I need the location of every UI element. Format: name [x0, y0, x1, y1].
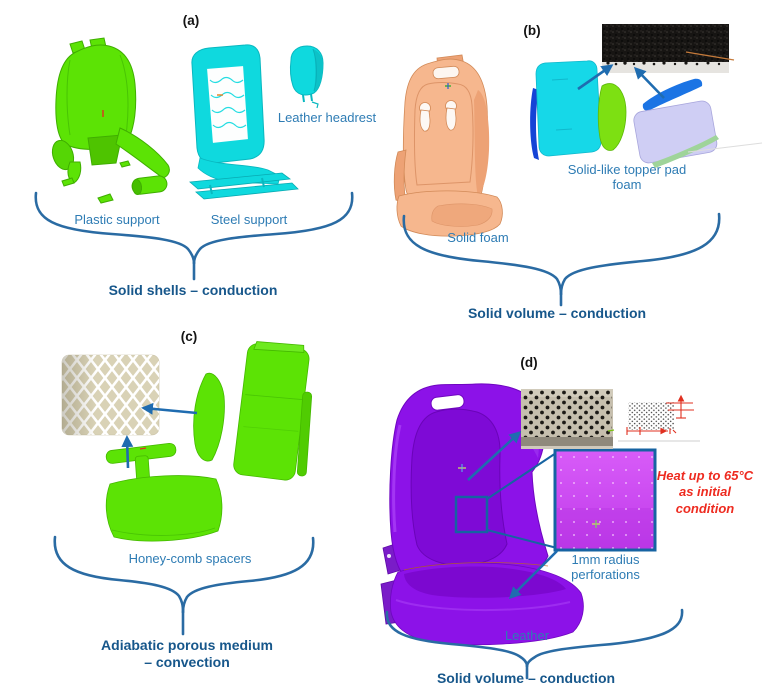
panel-c-caption: Adiabatic porous medium – convection — [101, 637, 273, 670]
brace-adiabatic-porous — [53, 535, 315, 636]
panel-c-tag: (c) — [180, 329, 198, 344]
topper-royal-strip — [642, 78, 703, 111]
panel-d-caption: Solid volume – conduction — [436, 670, 616, 686]
plastic-support-label: Plastic support — [74, 212, 160, 227]
foam-photo — [602, 24, 735, 73]
arrow-cushion-to-photo — [121, 435, 134, 469]
leather-label: Leather — [504, 628, 550, 643]
topper-blue-strip — [530, 88, 539, 160]
brace-solid-shells — [34, 191, 354, 281]
panel-a-graphics — [34, 37, 354, 281]
perforation-drawing — [618, 394, 700, 442]
honeycomb-spacer-models — [105, 341, 313, 542]
topper-pad-label: Solid-like topper pad foam — [567, 162, 687, 193]
brace-solid-volume-b — [402, 212, 721, 307]
perforation-zoom-inset — [553, 448, 657, 552]
panel-d-tag: (d) — [520, 355, 538, 370]
brace-solid-volume-d — [385, 608, 684, 680]
heat-condition-note: Heat up to 65°C as initial condition — [656, 468, 754, 516]
arrow-strip-to-photo — [633, 66, 665, 99]
solid-foam-model — [393, 54, 503, 237]
leather-headrest-label: Leather headrest — [277, 110, 377, 125]
panel-d-graphics — [380, 383, 700, 680]
plastic-support-model — [51, 37, 170, 204]
solid-foam-label: Solid foam — [447, 230, 509, 245]
zoom-connector-bottom — [486, 529, 558, 549]
honeycomb-photo — [61, 354, 160, 436]
arrow-cyan-pad-to-photo — [577, 64, 614, 91]
panel-c-graphics — [53, 341, 315, 636]
leather-seat-model — [380, 383, 584, 646]
topper-green-strip — [652, 135, 719, 168]
topper-pad-foam-models — [530, 60, 763, 168]
arrow-bolster-to-photo — [141, 402, 198, 415]
steel-support-label: Steel support — [210, 212, 288, 227]
panel-b-tag: (b) — [523, 23, 541, 38]
topper-cyan-pad — [535, 60, 602, 157]
panel-a-caption: Solid shells – conduction — [108, 282, 278, 298]
zoom-region-outline — [454, 495, 489, 534]
arrow-backrest-to-photo — [467, 430, 522, 481]
arrow-inset-to-cushion — [508, 550, 558, 600]
zoom-connector-top — [486, 452, 557, 500]
panel-b-graphics — [393, 24, 763, 307]
panel-a-tag: (a) — [182, 13, 200, 28]
perforations-label: 1mm radius perforations — [571, 552, 640, 583]
steel-support-model — [189, 44, 299, 200]
perforated-leather-photo — [521, 389, 615, 449]
leather-headrest-model — [289, 45, 324, 109]
topper-green-pad — [597, 83, 627, 151]
honeycomb-spacers-label: Honey-comb spacers — [128, 551, 252, 566]
panel-b-caption: Solid volume – conduction — [467, 305, 647, 321]
